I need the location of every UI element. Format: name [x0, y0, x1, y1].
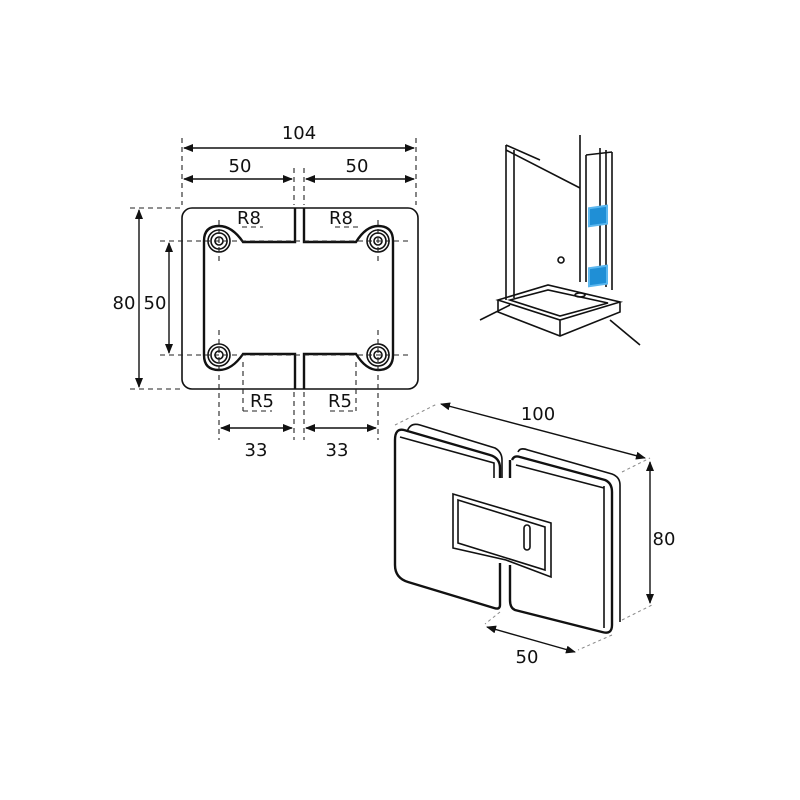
label-iso-width: 100 [521, 404, 555, 425]
label-half-left: 50 [229, 156, 252, 177]
hinge-center-block [452, 492, 552, 579]
isometric-view: 100 80 50 [393, 402, 676, 668]
adjustment-slot [523, 524, 531, 551]
hinge-location-lower [588, 264, 608, 288]
extension-lines [130, 138, 417, 440]
hinge-plate-outline [181, 207, 419, 390]
hinge-cutout-left [202, 208, 297, 389]
label-overall-width: 104 [282, 123, 316, 144]
label-radius-bottom-left: R5 [250, 391, 274, 412]
shower-enclosure-sketch [479, 135, 641, 346]
dim-iso-depth [486, 625, 576, 654]
hinge-leaf-left [393, 428, 502, 610]
label-overall-height: 80 [113, 293, 136, 314]
label-radius-top-right: R8 [329, 208, 353, 229]
label-half-right: 50 [346, 156, 369, 177]
mounting-holes [207, 229, 390, 367]
label-radius-top-left: R8 [237, 208, 261, 229]
label-hole-offset-left: 33 [245, 440, 268, 461]
label-radius-bottom-right: R5 [328, 391, 352, 412]
hinge-leaf-left-back [406, 423, 503, 478]
label-hole-spacing: 50 [144, 293, 167, 314]
label-hole-offset-right: 33 [326, 440, 349, 461]
hinge-leaf-right [508, 455, 614, 634]
hinge-cutout-right [302, 208, 395, 389]
dim-iso-width [440, 402, 646, 460]
label-iso-depth: 50 [516, 647, 539, 668]
label-iso-height: 80 [653, 529, 676, 550]
hinge-location-upper [588, 204, 608, 228]
front-view: 104 50 50 80 50 R8 R8 R5 R5 33 33 [113, 123, 419, 461]
